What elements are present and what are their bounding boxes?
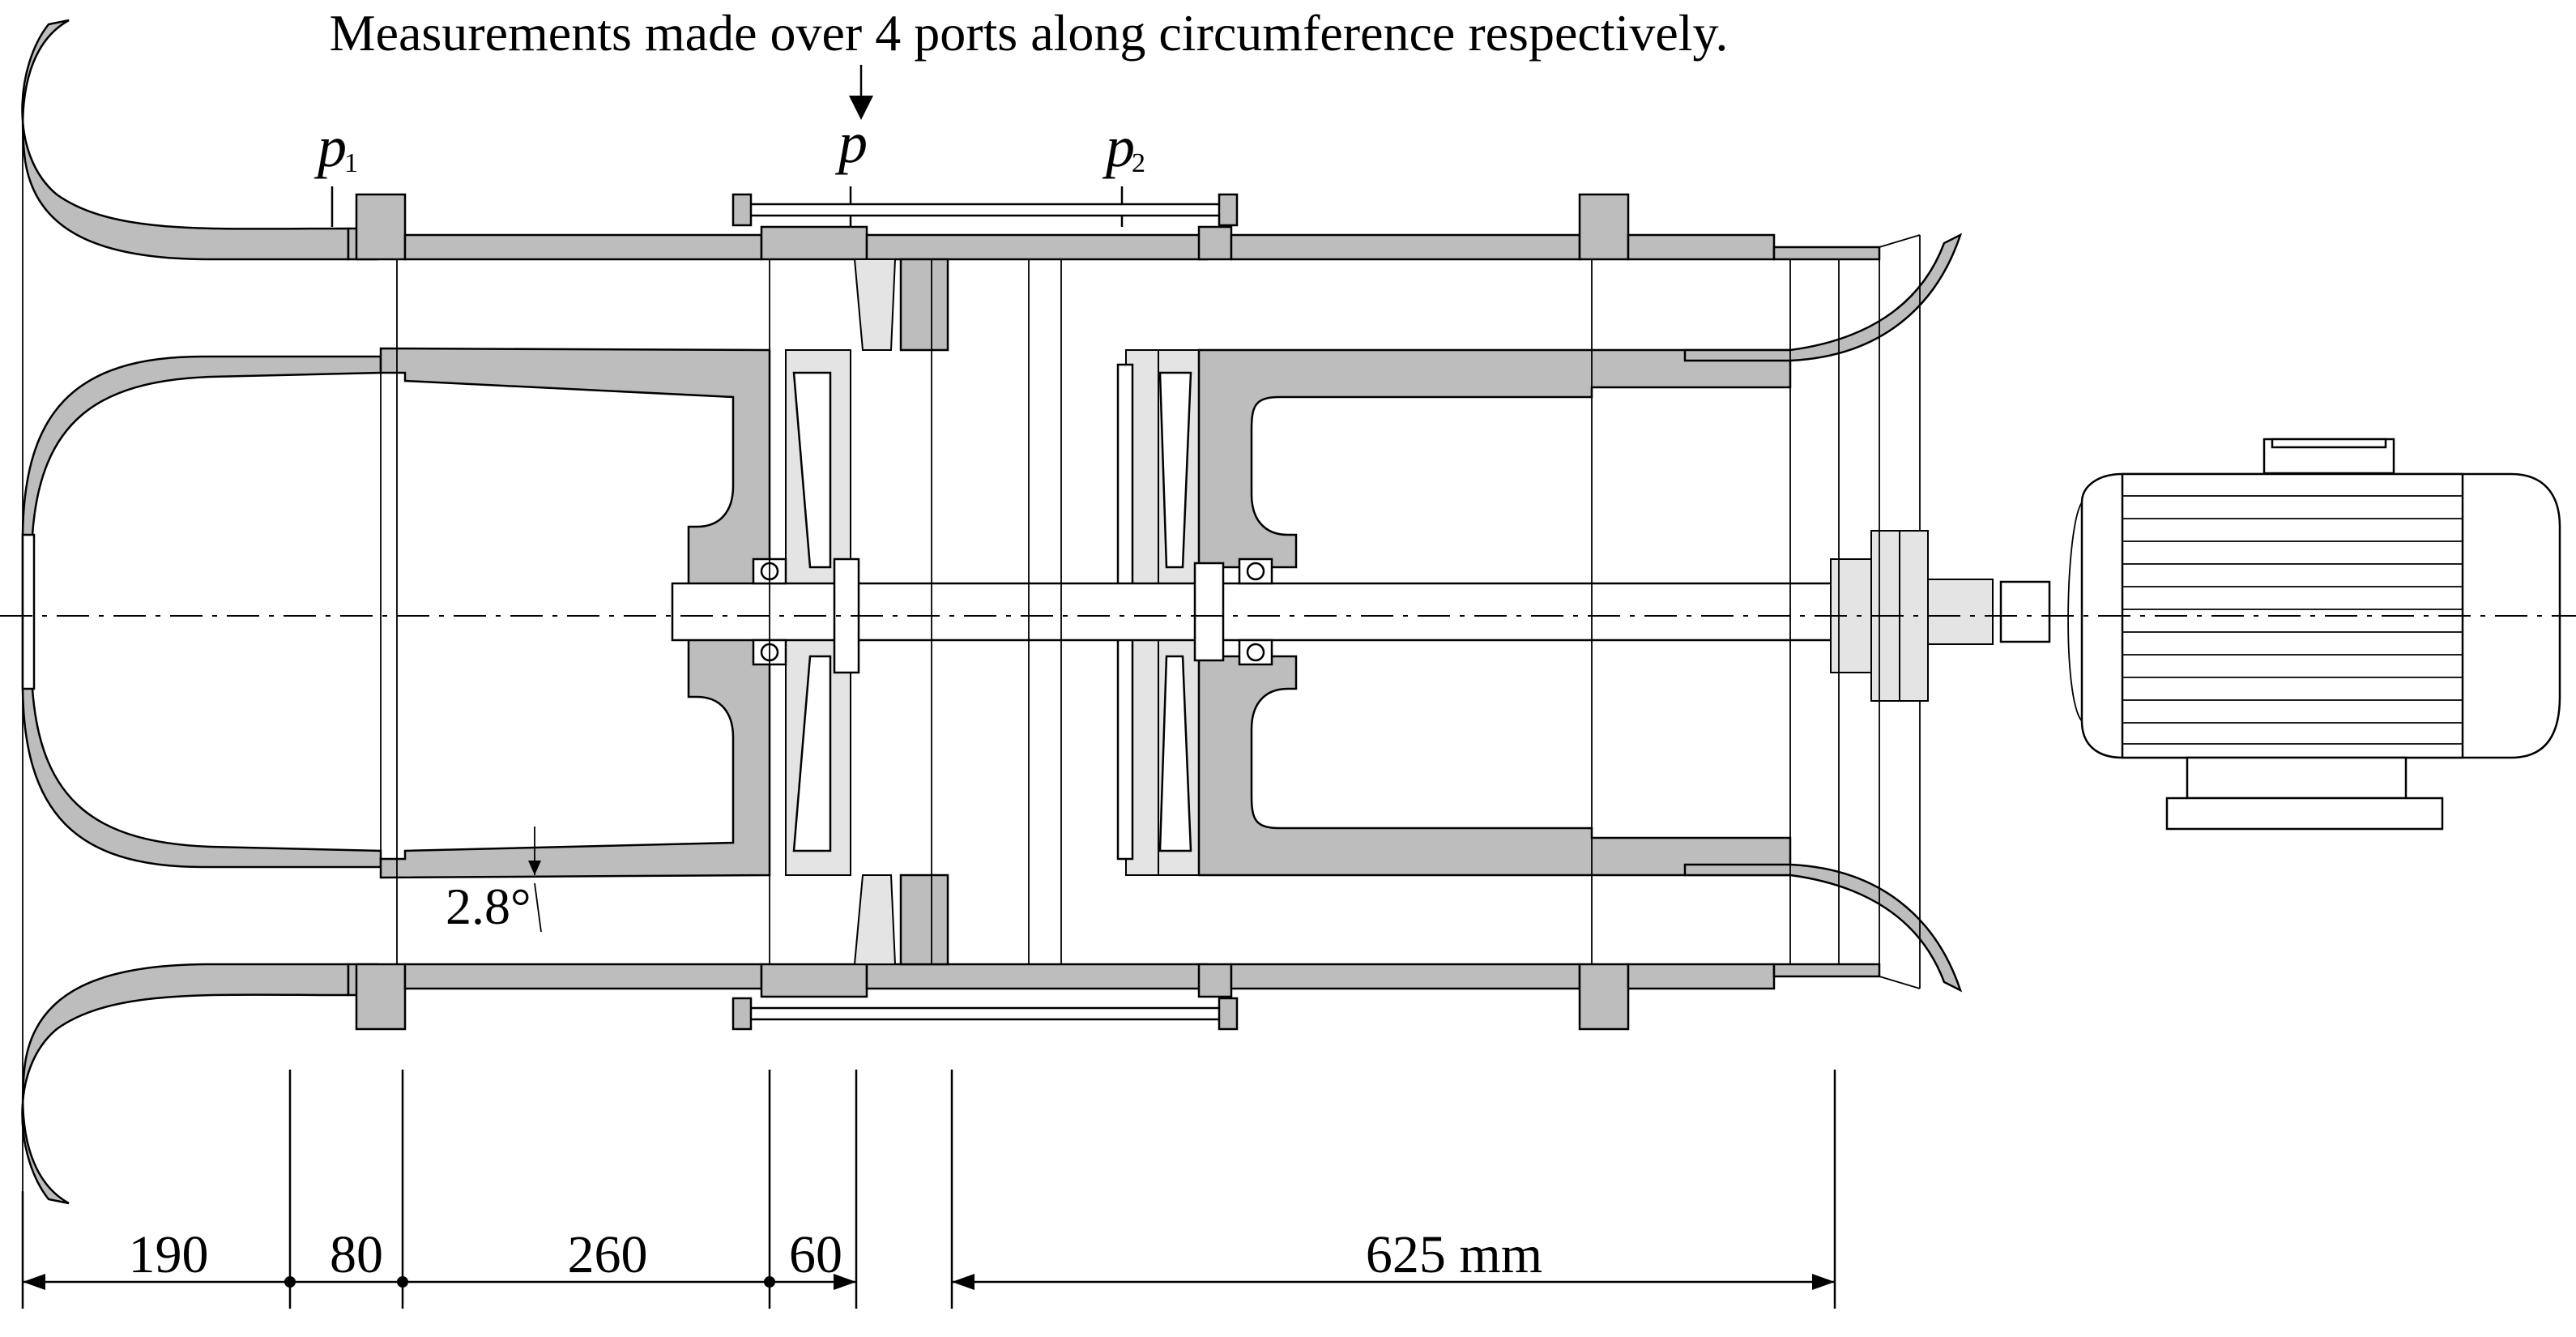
svg-text:p: p bbox=[1102, 114, 1135, 179]
section-lines bbox=[22, 122, 1880, 1215]
svg-text:1: 1 bbox=[344, 148, 358, 178]
dim-190: 190 bbox=[129, 1225, 209, 1284]
taper-angle: 2.8° bbox=[446, 827, 542, 935]
outer-casing-bottom bbox=[347, 963, 1881, 1031]
outer-casing-top bbox=[347, 193, 1881, 261]
annotation-text: Measurements made over 4 ports along cir… bbox=[330, 4, 1729, 62]
bellmouth-inlet bbox=[21, 19, 350, 1205]
dim-625: 625 mm bbox=[1366, 1225, 1542, 1284]
annotation-arrow bbox=[849, 65, 873, 120]
dim-80: 80 bbox=[330, 1225, 383, 1284]
bearings bbox=[752, 557, 1273, 666]
tie-rod-top bbox=[731, 193, 1239, 227]
inlet-hub-nose bbox=[21, 355, 382, 869]
port-label-p1: p 1 bbox=[313, 114, 358, 179]
dim-60: 60 bbox=[789, 1225, 842, 1284]
inner-body-right bbox=[1197, 348, 1792, 877]
port-label-p2: p 2 bbox=[1102, 114, 1145, 179]
dimension-line bbox=[23, 1274, 1835, 1290]
shaft-coupling bbox=[1830, 530, 1994, 702]
motor-fins bbox=[2122, 495, 2463, 745]
dimension-labels: 190 80 260 60 625 mm bbox=[129, 1225, 1543, 1284]
tie-rod-bottom bbox=[731, 997, 1239, 1031]
angle-label: 2.8° bbox=[446, 878, 531, 935]
motor bbox=[1999, 438, 2561, 831]
svg-text:2: 2 bbox=[1132, 148, 1145, 178]
port-label-p: p bbox=[834, 110, 868, 175]
svg-text:p: p bbox=[313, 114, 347, 179]
guide-vanes bbox=[853, 258, 949, 966]
dim-260: 260 bbox=[568, 1225, 648, 1284]
dimension-extension-lines bbox=[21, 1070, 1836, 1309]
svg-text:p: p bbox=[834, 110, 868, 175]
